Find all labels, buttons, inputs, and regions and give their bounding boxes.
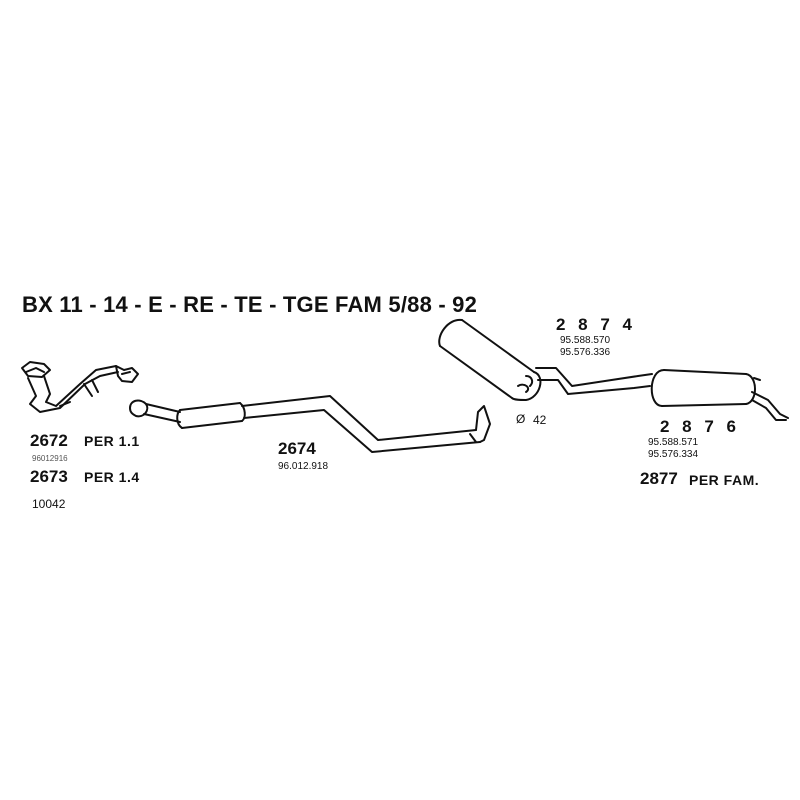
part-2672-note: PER 1.1: [84, 433, 140, 449]
rear-silencer-drawing: [650, 369, 789, 421]
part-2674-ref: 96.012.918: [278, 461, 329, 472]
center-silencer-drawing: [438, 318, 653, 401]
diameter-symbol: Ø: [516, 412, 526, 426]
front-downpipe-drawing: [21, 361, 139, 413]
middle-pipe-drawing: [129, 395, 491, 453]
part-2876-ref-1: 95.588.571: [648, 437, 699, 448]
part-2876-number: 2 8 7 6: [660, 417, 740, 436]
part-2876-ref-2: 95.576.334: [648, 449, 699, 460]
part-2874-ref-2: 95.576.336: [560, 347, 611, 358]
diameter-value: 42: [533, 413, 547, 427]
catalog-code: 10042: [32, 497, 66, 511]
part-2877-number: 2877: [640, 469, 678, 488]
part-2672-number: 2672: [30, 431, 68, 450]
part-2877-note: PER FAM.: [689, 472, 760, 488]
part-2673-number: 2673: [30, 467, 68, 486]
part-2674-number: 2674: [278, 439, 316, 458]
diagram-title: BX 11 - 14 - E - RE - TE - TGE FAM 5/88 …: [22, 292, 478, 317]
part-2673-note: PER 1.4: [84, 469, 140, 485]
part-2874-number: 2 8 7 4: [556, 315, 636, 334]
part-2874-ref-1: 95.588.570: [560, 335, 611, 346]
part-2672-ref: 96012916: [32, 454, 68, 463]
